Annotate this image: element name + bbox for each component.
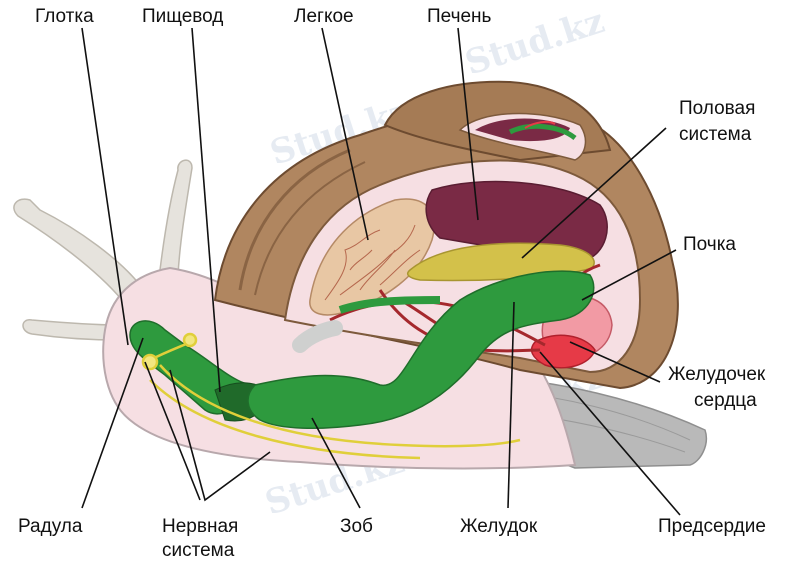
leader-kidney [581,249,677,301]
label-kidney: Почка [683,234,736,255]
leader-lines [81,27,681,516]
crop-and-stomach [247,270,595,429]
leader-esophagus [191,27,221,393]
leader-nervous-2 [144,361,201,501]
leader-stomach [507,301,515,509]
label-pharynx: Глотка [35,6,94,27]
lower-tentacle [22,319,119,341]
label-ventricle-1: Желудочек [668,364,766,385]
shell-ridge [254,161,366,296]
anal-opening [292,320,343,353]
upper-tentacle-right [159,159,193,276]
label-radula: Радула [18,516,83,537]
leader-atrium [539,351,681,516]
leader-nervous [169,369,271,502]
label-atrium: Предсердие [658,516,766,537]
label-lung: Легкое [294,6,354,27]
label-ventricle-2: сердца [694,390,757,411]
label-reproductive-1: Половая [679,98,755,119]
leader-liver [457,27,479,221]
label-nervous-1: Нервная [162,516,238,537]
leader-crop [311,417,361,509]
lung-vessels [324,224,421,301]
upper-tentacle-left [13,198,142,302]
labels: Глотка Пищевод Легкое Печень Половая сис… [18,6,766,561]
leader-ventricle [569,341,661,383]
snail-body [102,266,577,470]
leader-lung [321,27,369,241]
shell-ridge [238,148,351,291]
label-crop: Зоб [340,516,373,537]
leader-radula [81,337,144,509]
label-esophagus: Пищевод [142,6,223,27]
nervous-system [141,332,521,460]
label-stomach: Желудок [460,516,538,537]
leader-reproductive [521,127,667,259]
label-liver: Печень [427,6,492,27]
apex-vessel [524,120,556,129]
label-reproductive-2: система [679,124,752,145]
leader-pharynx [81,27,129,346]
tentacles [13,159,193,341]
intestine [338,296,441,314]
label-nervous-2: система [162,540,235,561]
apex-gland [508,123,577,141]
